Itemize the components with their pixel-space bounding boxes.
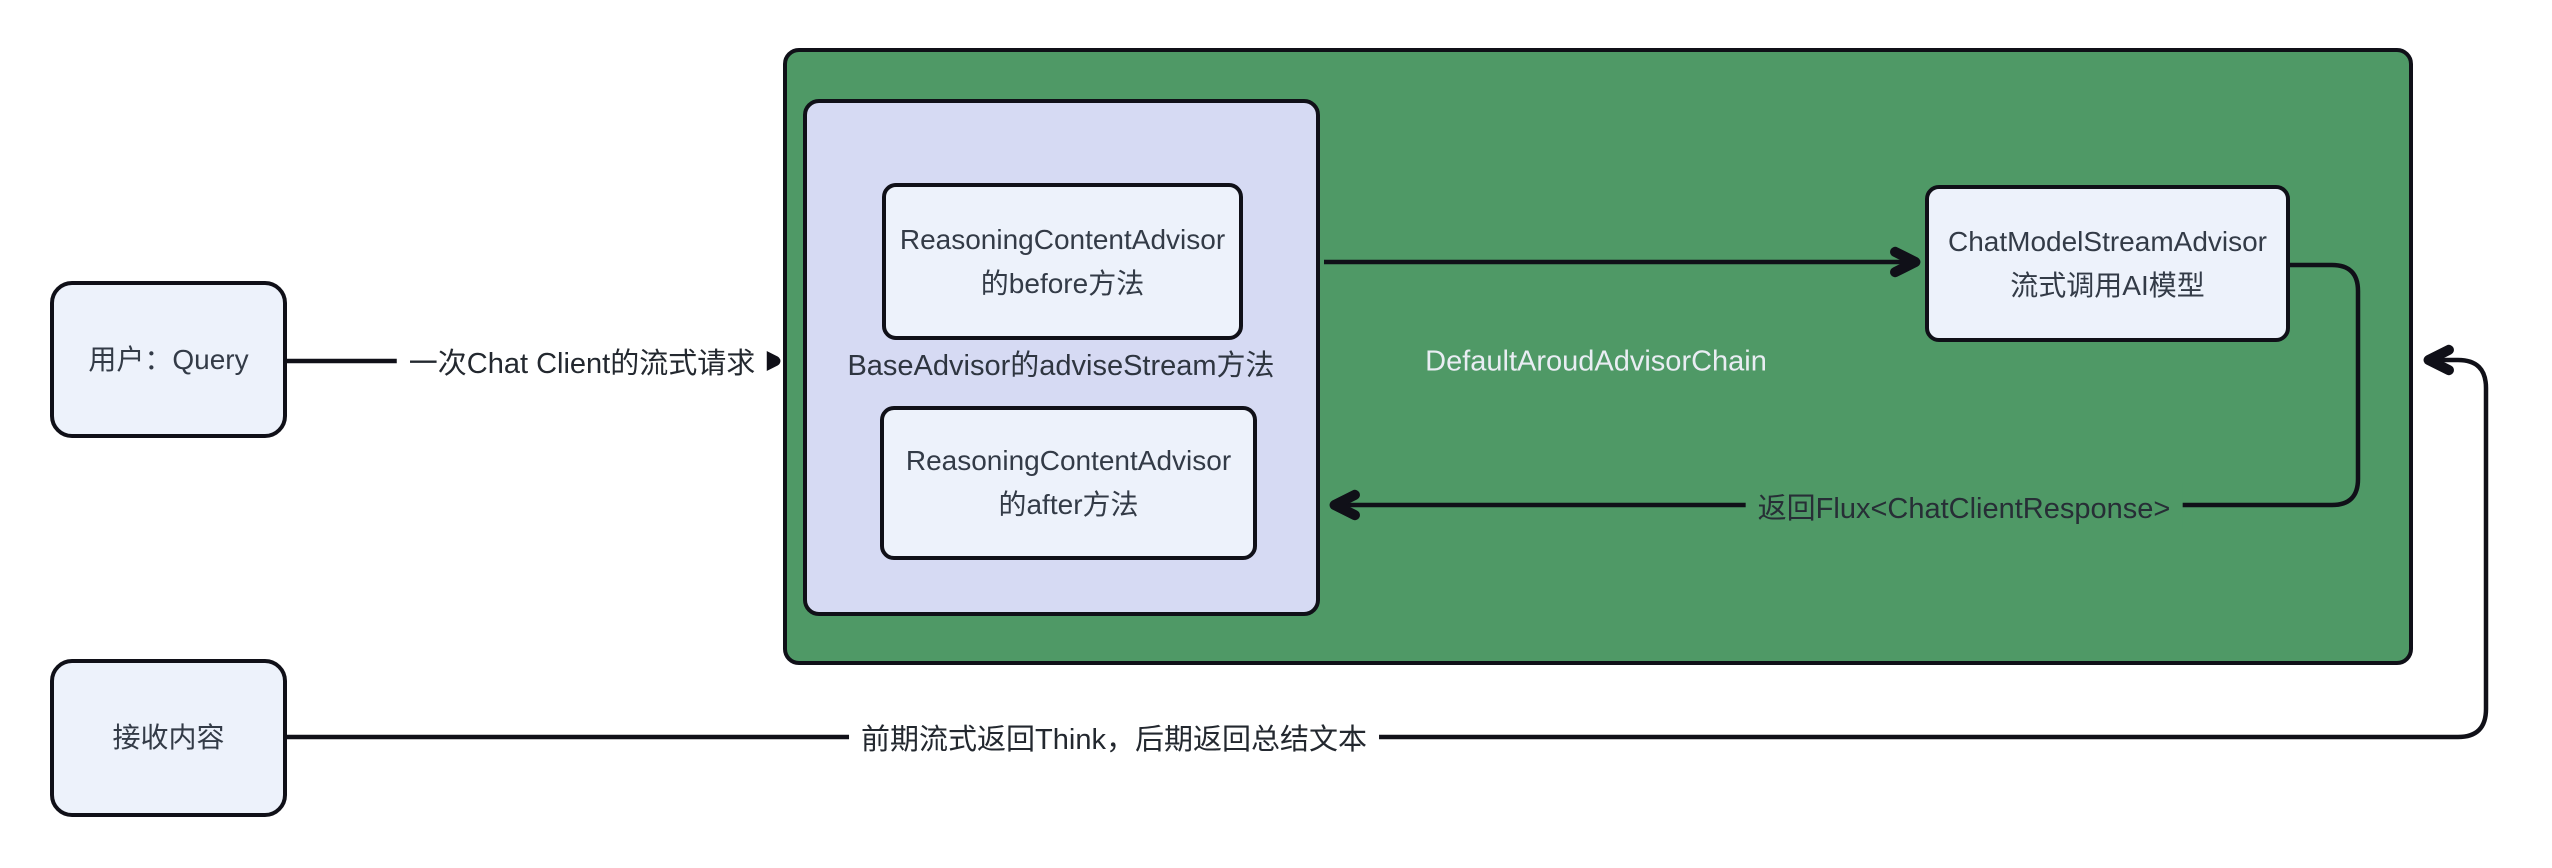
after-method-node: ReasoningContentAdvisor 的after方法	[880, 406, 1257, 560]
default-around-advisor-chain-label: DefaultAroudAdvisorChain	[1425, 345, 1767, 378]
after-method-line1: ReasoningContentAdvisor	[905, 445, 1232, 476]
before-method-node: ReasoningContentAdvisor 的before方法	[882, 183, 1243, 340]
chat-model-line1: ChatModelStreamAdvisor	[1947, 225, 2268, 257]
user-query-node: 用户：Query	[50, 281, 287, 438]
after-method-line2: 的after方法	[998, 489, 1139, 520]
chat-model-stream-advisor-node: ChatModelStreamAdvisor 流式调用AI模型	[1925, 185, 2290, 342]
base-advisor-method-label: BaseAdvisor的adviseStream方法	[847, 350, 1275, 382]
stream-back-edge-label: 前期流式返回Think，后期返回总结文本	[849, 714, 1379, 760]
receive-content-node: 接收内容	[50, 659, 287, 817]
return-flux-edge-label: 返回Flux<ChatClientResponse>	[1745, 483, 2183, 529]
user-query-label: 用户：Query	[88, 343, 249, 375]
arrow-stream-back	[287, 344, 2489, 740]
before-method-line2: 的before方法	[980, 267, 1145, 299]
arrow-return-flux	[1329, 262, 2361, 521]
before-method-line1: ReasoningContentAdvisor	[899, 223, 1226, 255]
chat-model-line2: 流式调用AI模型	[2010, 269, 2205, 301]
receive-content-label: 接收内容	[112, 722, 225, 753]
request-edge-label: 一次Chat Client的流式请求	[396, 338, 768, 384]
